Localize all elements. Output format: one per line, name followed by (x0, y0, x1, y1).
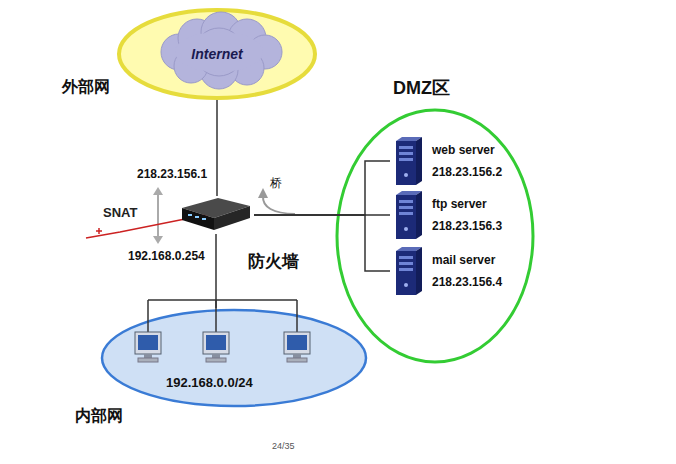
nat-label: SNAT (103, 205, 137, 221)
network-cloud: 外部网Internet (117, 8, 317, 100)
firewall-device: 防火墙 (178, 196, 254, 234)
ip-address: 218.23.156.2 (432, 165, 502, 179)
cloud-label: Internet (191, 46, 242, 63)
server-name: web server (432, 143, 495, 157)
pc-icon (284, 332, 310, 362)
bridge-arrow (258, 188, 295, 214)
server-shape (390, 247, 422, 295)
ip-address: 192.168.0.254 (128, 249, 205, 263)
firewall-shape (178, 196, 254, 234)
lan-zone: 192.168.0.0/24内部网 (100, 308, 368, 408)
pc-icon (203, 332, 229, 362)
network-link (215, 234, 217, 308)
region-heading: DMZ区 (393, 78, 450, 100)
bridge-label: 桥 (270, 176, 282, 190)
server: web server 218.23.156.2 (390, 137, 507, 185)
device-label: 防火墙 (248, 252, 299, 272)
page-number: 24/35 (272, 441, 295, 452)
server-shape (390, 137, 422, 185)
network-link (216, 100, 218, 196)
lan-shape (100, 308, 368, 408)
pc-icon (135, 332, 161, 362)
snat-double-arrow (153, 187, 163, 244)
ip-address: 218.23.156.3 (432, 219, 502, 233)
network-link (254, 161, 390, 215)
dmz-zone: web server 218.23.156.2 ftp server 218.23.1… (335, 108, 535, 364)
ip-address: 218.23.156.1 (137, 167, 207, 181)
ip-address: 218.23.156.4 (432, 275, 502, 289)
region-heading: 内部网 (75, 406, 123, 425)
server-name: ftp server (432, 197, 487, 211)
region-heading: 外部网 (62, 77, 110, 96)
server: ftp server 218.23.156.3 (390, 191, 507, 239)
server: mail server 218.23.156.4 (390, 247, 507, 295)
subnet-label: 192.168.0.0/24 (166, 375, 253, 391)
server-shape (390, 191, 422, 239)
server-name: mail server (432, 253, 495, 267)
